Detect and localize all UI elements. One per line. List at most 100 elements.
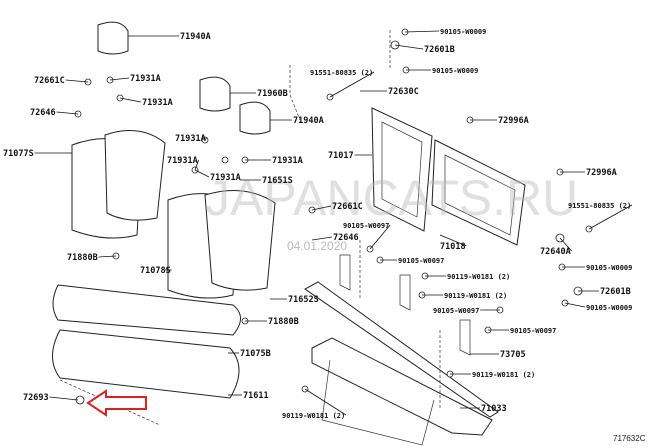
part-callout: 90105-W0097 bbox=[433, 307, 500, 315]
part-number-label: 71931A bbox=[210, 173, 241, 183]
part-callout: 72996A bbox=[470, 116, 529, 126]
part-callout: 71077S bbox=[3, 149, 72, 159]
part-number-label: 72601B bbox=[424, 45, 455, 55]
part-callout: 90105-W0009 bbox=[404, 28, 486, 36]
part-number-label: 71078S bbox=[140, 266, 171, 276]
seatback-frame-71018 bbox=[431, 139, 526, 246]
seatback-cover-71652S bbox=[204, 190, 276, 291]
part-number-label: 71652S bbox=[288, 295, 319, 305]
parts-drawing bbox=[52, 21, 593, 446]
leader-line bbox=[119, 97, 142, 103]
part-number-label: 72693 bbox=[23, 393, 49, 403]
part-callout: 71078S bbox=[140, 266, 172, 276]
leader-line bbox=[439, 234, 467, 247]
headrest-71960B bbox=[199, 76, 231, 112]
part-number-label: 71931A bbox=[130, 74, 161, 84]
part-number-label: 90105-W0009 bbox=[440, 28, 486, 36]
part-number-label: 90105-W0009 bbox=[586, 304, 632, 312]
part-callout: 90105-W0009 bbox=[564, 302, 632, 312]
leader-line bbox=[394, 44, 424, 50]
part-callout: 72646 bbox=[311, 233, 359, 243]
part-callout: 91551-80835 (2) bbox=[568, 202, 633, 230]
leader-line bbox=[311, 236, 333, 241]
part-number-label: 90105-W0097 bbox=[510, 327, 556, 335]
part-number-label: 71931A bbox=[272, 156, 303, 166]
part-callout: 71880B bbox=[67, 253, 117, 263]
part-callout: 71931A bbox=[167, 156, 199, 171]
leader-line bbox=[194, 159, 199, 171]
part-callout: 72693 bbox=[23, 393, 79, 403]
part-number-label: 71018 bbox=[440, 242, 466, 252]
part-labels: 71940A 72661C 71931A 71931A 72646 71960B 71940… bbox=[3, 28, 632, 420]
part-callout: 71931A bbox=[245, 156, 303, 166]
seat-cushion-pad-71611 bbox=[52, 329, 240, 399]
part-number-label: 72996A bbox=[586, 168, 617, 178]
part-number-label: 71880B bbox=[268, 317, 299, 327]
part-callout: 71033 bbox=[460, 404, 507, 414]
headrest-71940A bbox=[97, 21, 129, 55]
seatback-frame-71017 bbox=[371, 107, 433, 232]
part-callout: 71931A bbox=[194, 169, 241, 183]
leader-line bbox=[49, 396, 79, 401]
part-callout: 71940A bbox=[270, 116, 324, 126]
part-callout: 71880B bbox=[245, 317, 299, 327]
part-number-label: 72646 bbox=[30, 108, 56, 118]
part-callout: 90119-W0181 (2) bbox=[450, 371, 535, 379]
leader-line bbox=[564, 302, 586, 308]
part-number-label: 90105-W0009 bbox=[432, 67, 478, 75]
part-number-label: 90105-W0097 bbox=[398, 257, 444, 265]
part-callout: 72640A bbox=[540, 237, 572, 257]
part-callout: 90105-W0097 bbox=[380, 257, 444, 265]
leader-line bbox=[369, 224, 391, 250]
part-number-label: 72601B bbox=[600, 287, 631, 297]
part-callout: 72630C bbox=[360, 87, 419, 97]
part-callout: 71017 bbox=[328, 151, 372, 161]
part-number-label: 91551-80835 (2) bbox=[310, 69, 373, 77]
part-number-label: 90105-W0097 bbox=[343, 222, 389, 230]
part-callout: 71931A bbox=[109, 74, 161, 84]
part-number-label: 71017 bbox=[328, 151, 354, 161]
leader-line bbox=[65, 79, 89, 83]
hinge-rail-73705 bbox=[304, 281, 499, 418]
part-callout: 90105-W0097 bbox=[343, 222, 391, 250]
part-number-label: 90105-W0009 bbox=[586, 264, 632, 272]
leader-line bbox=[588, 204, 633, 230]
leader-line bbox=[109, 77, 130, 81]
leader-line bbox=[194, 169, 210, 178]
part-number-label: 71611 bbox=[243, 391, 269, 401]
part-callout: 71652S bbox=[270, 295, 319, 305]
part-number-label: 91551-80835 (2) bbox=[568, 202, 631, 210]
part-callout: 72661C bbox=[34, 76, 89, 86]
part-callout: 73705 bbox=[470, 350, 526, 360]
part-callout: 90119-W0181 (2) bbox=[282, 388, 347, 420]
leader-line bbox=[56, 111, 79, 115]
part-number-label: 90119-W0181 (2) bbox=[282, 412, 345, 420]
part-number-label: 90119-W0181 (2) bbox=[447, 273, 510, 281]
headrest-71940A-2 bbox=[239, 101, 271, 135]
part-callout: 71075B bbox=[228, 349, 271, 359]
part-number-label: 71931A bbox=[142, 98, 173, 108]
part-number-label: 72661C bbox=[34, 76, 65, 86]
part-callout: 71651S bbox=[240, 176, 293, 186]
part-number-label: 71940A bbox=[180, 32, 211, 42]
part-callout: 72661C bbox=[311, 202, 363, 212]
part-number-label: 90119-W0181 (2) bbox=[472, 371, 535, 379]
leader-line bbox=[329, 71, 375, 98]
part-number-label: 72646 bbox=[333, 233, 359, 243]
part-callout: 72646 bbox=[30, 108, 79, 118]
part-number-label: 72630C bbox=[388, 87, 419, 97]
date-stamp: 04.01.2020 bbox=[287, 239, 347, 253]
part-number-label: 71960B bbox=[257, 89, 288, 99]
part-callout: 90119-W0181 (2) bbox=[425, 273, 510, 281]
part-number-label: 72661C bbox=[332, 202, 363, 212]
leader-line bbox=[98, 255, 117, 258]
part-number-label: 71651S bbox=[262, 176, 293, 186]
part-callout: 72996A bbox=[560, 168, 617, 178]
part-number-label: 90105-W0097 bbox=[433, 307, 479, 315]
part-number-label: 90119-W0181 (2) bbox=[444, 292, 507, 300]
part-callout: 72601B bbox=[394, 44, 455, 55]
part-number-label: 73705 bbox=[500, 350, 526, 360]
part-callout: 71018 bbox=[439, 234, 467, 252]
